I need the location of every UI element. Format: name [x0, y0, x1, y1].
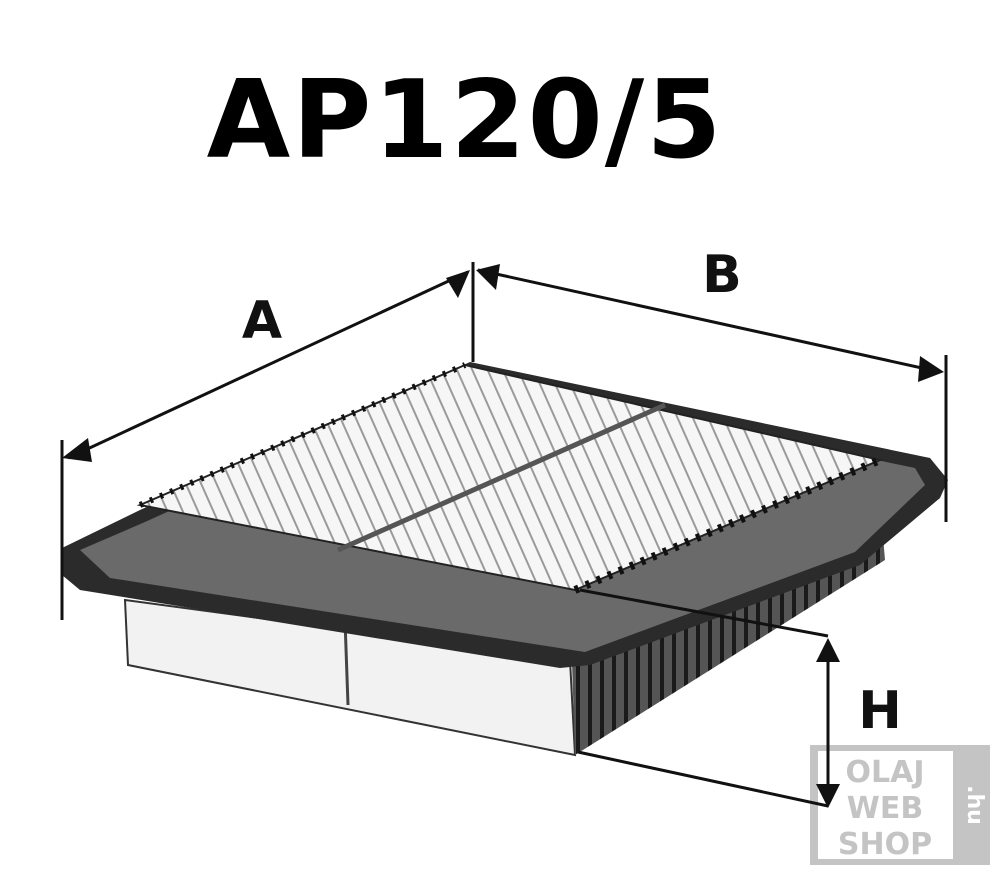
dimension-label-h: H	[858, 681, 902, 741]
watermark-tld: .hu	[962, 785, 987, 825]
watermark-logo: OLAJ WEB SHOP .hu	[810, 745, 990, 865]
dimension-label-a: A	[242, 291, 282, 351]
watermark-line-1: OLAJ	[846, 755, 925, 790]
watermark-line-2: WEB	[847, 791, 923, 826]
product-code-title: AP120/5	[206, 58, 724, 183]
dimension-label-b: B	[702, 245, 742, 305]
dimension-lines	[60, 262, 948, 808]
air-filter-image	[62, 362, 948, 757]
dimension-arrows	[62, 264, 944, 808]
watermark-line-3: SHOP	[838, 827, 932, 862]
